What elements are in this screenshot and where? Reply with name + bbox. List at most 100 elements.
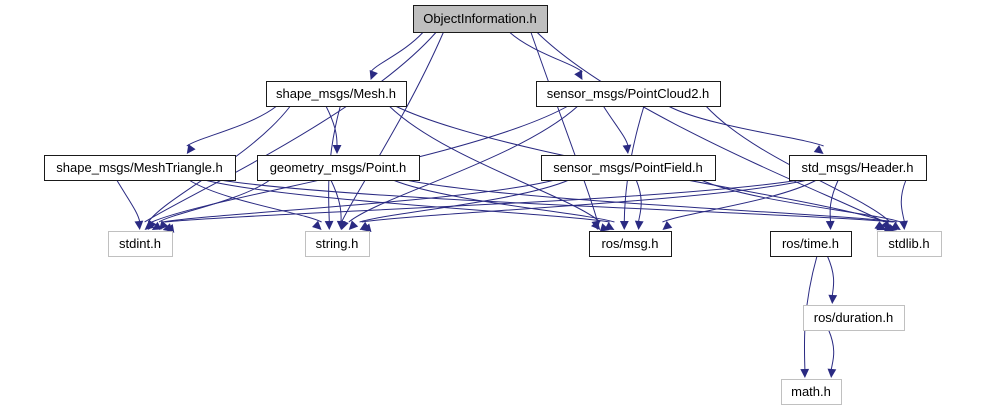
edge-arrowhead: [134, 220, 144, 230]
edge-arrowhead: [890, 221, 901, 230]
edge-arrowhead: [348, 220, 359, 230]
graph-node-math[interactable]: math.h: [781, 379, 842, 405]
node-box[interactable]: [44, 155, 236, 181]
node-box[interactable]: [413, 5, 548, 33]
dependency-edge: [530, 31, 599, 223]
edge-arrowhead: [186, 144, 196, 154]
node-label: ObjectInformation.h: [423, 11, 536, 26]
graph-node-meshtriangle[interactable]: shape_msgs/MeshTriangle.h: [44, 155, 236, 181]
graph-node-stdint[interactable]: stdint.h: [108, 231, 173, 257]
dependency-edge: [370, 31, 424, 73]
edge-arrowhead: [662, 220, 673, 230]
node-label: ros/duration.h: [814, 310, 894, 325]
node-label: shape_msgs/Mesh.h: [276, 86, 396, 101]
node-box[interactable]: [781, 379, 842, 405]
edge-arrowhead: [899, 220, 908, 230]
node-label: geometry_msgs/Point.h: [270, 160, 407, 175]
graph-node-header[interactable]: std_msgs/Header.h: [789, 155, 927, 181]
graph-node-pointfield[interactable]: sensor_msgs/PointField.h: [541, 155, 716, 181]
edge-arrowhead: [361, 223, 372, 232]
dependency-edge: [405, 179, 898, 223]
graph-node-string[interactable]: string.h: [305, 231, 370, 257]
edge-arrowhead: [312, 220, 322, 230]
dependency-edge: [162, 179, 556, 223]
dependency-edge: [667, 105, 824, 147]
dependency-edge: [508, 31, 583, 73]
dependency-edge: [361, 179, 808, 223]
edge-arrowhead: [591, 220, 601, 230]
node-box[interactable]: [108, 231, 173, 257]
edge-arrowhead: [159, 220, 169, 230]
graph-node-rosduration[interactable]: ros/duration.h: [803, 305, 905, 331]
edge-arrowhead: [825, 220, 835, 230]
dependency-edge: [900, 179, 907, 223]
node-box[interactable]: [257, 155, 420, 181]
node-label: stdlib.h: [888, 236, 929, 251]
edge-arrowhead: [634, 220, 644, 230]
edge-arrowhead: [827, 368, 837, 378]
edge-arrowhead: [813, 145, 824, 154]
dependency-edge: [330, 179, 342, 223]
dependency-edge: [700, 179, 901, 223]
node-label: shape_msgs/MeshTriangle.h: [56, 160, 222, 175]
dependency-edge: [204, 179, 610, 223]
dependency-edge: [388, 105, 601, 223]
node-label: math.h: [791, 384, 831, 399]
dependency-edge: [602, 105, 629, 147]
edge-arrowhead: [324, 220, 334, 230]
edge-arrowhead: [369, 70, 378, 80]
dependency-edge: [826, 255, 835, 297]
graph-node-stdlib[interactable]: stdlib.h: [877, 231, 942, 257]
node-label: string.h: [316, 236, 359, 251]
edge-arrowhead: [876, 222, 887, 231]
node-box[interactable]: [536, 81, 721, 107]
node-box[interactable]: [877, 231, 942, 257]
dependency-edge: [348, 105, 579, 223]
node-box[interactable]: [266, 81, 407, 107]
edge-arrowhead: [619, 220, 629, 230]
edge-arrowhead: [164, 224, 175, 233]
graph-node-rosmsg[interactable]: ros/msg.h: [589, 231, 672, 257]
graph-node-point[interactable]: geometry_msgs/Point.h: [257, 155, 420, 181]
dependency-edge: [392, 179, 615, 223]
edge-layer: [116, 31, 908, 378]
dependency-edge: [186, 105, 278, 147]
dependency-edge: [116, 179, 141, 223]
edge-arrowhead: [574, 69, 583, 80]
dependency-edge: [829, 179, 839, 223]
graph-node-pointcloud2[interactable]: sensor_msgs/PointCloud2.h: [536, 81, 721, 107]
graph-node-root[interactable]: ObjectInformation.h: [413, 5, 548, 33]
node-box[interactable]: [589, 231, 672, 257]
dependency-edge: [158, 179, 271, 223]
node-label: stdint.h: [119, 236, 161, 251]
dependency-edge: [635, 179, 642, 223]
dependency-edge: [828, 329, 835, 371]
dependency-edge: [164, 179, 800, 223]
node-box[interactable]: [803, 305, 905, 331]
dependency-edge: [662, 179, 817, 223]
dependency-edge: [144, 31, 437, 223]
graph-node-rostime[interactable]: ros/time.h: [770, 231, 852, 257]
edge-arrowhead: [622, 144, 632, 154]
edge-arrowhead: [148, 219, 157, 230]
edge-arrowhead: [604, 221, 615, 230]
node-box[interactable]: [770, 231, 852, 257]
dependency-edge: [359, 179, 570, 223]
node-label: ros/msg.h: [601, 236, 658, 251]
node-label: std_msgs/Header.h: [801, 160, 913, 175]
graph-node-mesh[interactable]: shape_msgs/Mesh.h: [266, 81, 407, 107]
dependency-edge: [536, 31, 885, 223]
node-box[interactable]: [541, 155, 716, 181]
edge-arrowhead: [151, 221, 162, 230]
node-box[interactable]: [305, 231, 370, 257]
edge-arrowhead: [336, 220, 346, 230]
dependency-edge: [188, 179, 322, 223]
edge-arrowhead: [332, 144, 342, 154]
edge-arrowhead: [828, 294, 838, 304]
node-box[interactable]: [789, 155, 927, 181]
edge-arrowhead: [800, 368, 810, 378]
node-label: sensor_msgs/PointCloud2.h: [547, 86, 710, 101]
